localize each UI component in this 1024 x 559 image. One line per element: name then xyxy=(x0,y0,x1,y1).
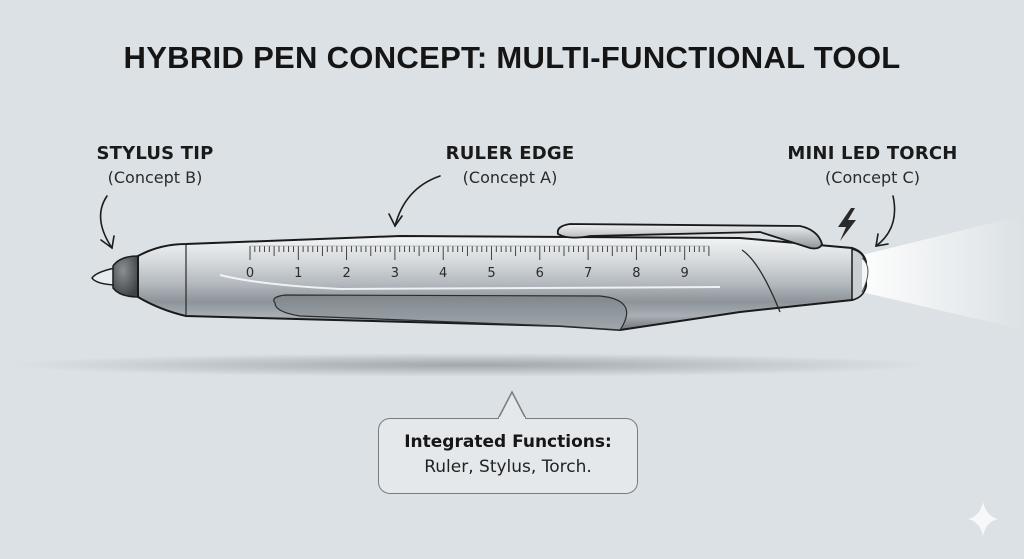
lightning-bolt-icon xyxy=(838,208,856,241)
ruler-number: 7 xyxy=(584,266,592,281)
ruler-number: 1 xyxy=(294,266,302,281)
stylus-arrow xyxy=(99,195,115,250)
torch-heading: MINI LED TORCH xyxy=(787,143,958,164)
ruler-number: 5 xyxy=(487,266,495,281)
ruler-number: 9 xyxy=(681,266,689,281)
ruler-number: 2 xyxy=(342,266,350,281)
ruler-scale xyxy=(249,245,710,260)
ruler-number: 8 xyxy=(632,266,640,281)
ruler-edge-concept: (Concept A) xyxy=(462,168,558,187)
integrated-functions-callout: Integrated Functions: Ruler, Stylus, Tor… xyxy=(378,418,638,494)
ruler-arrow xyxy=(388,175,441,228)
pen-shadow xyxy=(10,353,930,377)
torch-arrow xyxy=(875,195,896,247)
stylus-tip-heading: STYLUS TIP xyxy=(96,143,214,164)
rear-section-seam xyxy=(741,249,781,313)
ruler-numbers: 0 1 2 3 4 5 6 7 8 9 xyxy=(246,266,689,281)
ruler-number: 3 xyxy=(391,266,399,281)
ruler-number: 4 xyxy=(439,266,447,281)
grip-recess xyxy=(273,294,628,331)
ruler-number: 6 xyxy=(536,266,544,281)
ballpoint-tip xyxy=(91,267,116,286)
ruler-edge-label: RULER EDGE (Concept A) xyxy=(420,143,600,187)
sparkle-icon xyxy=(968,502,998,536)
callout-body: Ruler, Stylus, Torch. xyxy=(424,457,592,477)
pen-clip xyxy=(556,223,823,250)
stylus-tip-label: STYLUS TIP (Concept B) xyxy=(70,143,240,187)
torch-beam xyxy=(862,215,1024,330)
led-lens xyxy=(861,257,869,293)
torch-label: MINI LED TORCH (Concept C) xyxy=(770,143,975,187)
callout-pointer-join xyxy=(499,417,525,421)
callout-heading: Integrated Functions: xyxy=(404,432,612,452)
ruler-edge-heading: RULER EDGE xyxy=(445,143,575,164)
body-highlight xyxy=(219,274,721,291)
stylus-nib xyxy=(112,255,139,298)
torch-concept: (Concept C) xyxy=(825,168,920,187)
page-title: HYBRID PEN CONCEPT: MULTI-FUNCTIONAL TOO… xyxy=(123,40,901,75)
ruler-number: 0 xyxy=(246,266,254,281)
stylus-tip-concept: (Concept B) xyxy=(107,168,203,187)
callout-pointer xyxy=(497,390,527,420)
